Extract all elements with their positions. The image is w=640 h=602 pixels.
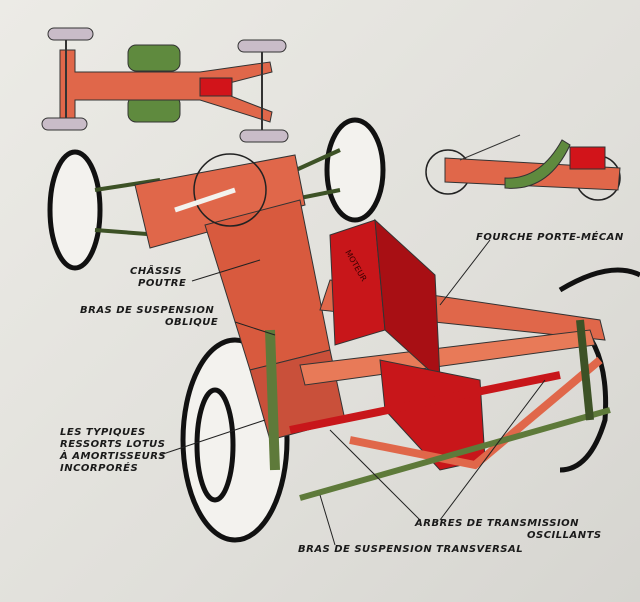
label-line: CHÂSSIS bbox=[130, 266, 182, 277]
label-arbres-transmission: ARBRES DE TRANSMISSION OSCILLANTS bbox=[415, 518, 602, 542]
wheel-rear-left-hub bbox=[194, 387, 236, 503]
cross-beam bbox=[299, 329, 596, 386]
label-fourche: FOURCHE PORTE-MÉCAN bbox=[476, 232, 624, 243]
side-view-inset bbox=[425, 134, 621, 201]
label-bras-transversal: BRAS DE SUSPENSION TRANSVERSAL bbox=[298, 544, 524, 555]
label-chassis-poutre: CHÂSSIS POUTRE bbox=[130, 266, 186, 290]
label-line: BRAS DE SUSPENSION bbox=[80, 305, 215, 316]
label-bras-oblique: BRAS DE SUSPENSION OBLIQUE bbox=[80, 305, 218, 329]
label-line: RESSORTS LOTUS bbox=[60, 439, 166, 450]
label-line: ARBRES DE TRANSMISSION bbox=[415, 518, 580, 529]
wheel-front-left bbox=[47, 149, 103, 271]
label-line: À AMORTISSEURS bbox=[60, 451, 167, 462]
label-line: POUTRE bbox=[138, 278, 187, 289]
label-line: LES TYPIQUES bbox=[60, 427, 146, 438]
rear-suspension bbox=[265, 319, 611, 501]
leader-lines bbox=[159, 239, 546, 546]
engine: MOTEUR bbox=[329, 218, 486, 471]
label-line: INCORPORÉS bbox=[60, 463, 139, 474]
wheel-front-right bbox=[324, 117, 386, 223]
label-line: OBLIQUE bbox=[165, 317, 219, 328]
label-ressorts-lotus: LES TYPIQUES RESSORTS LOTUS À AMORTISSEU… bbox=[60, 427, 166, 475]
label-line: OSCILLANTS bbox=[527, 530, 602, 541]
top-view-inset bbox=[41, 27, 289, 143]
wheel-rear-right bbox=[558, 267, 640, 293]
